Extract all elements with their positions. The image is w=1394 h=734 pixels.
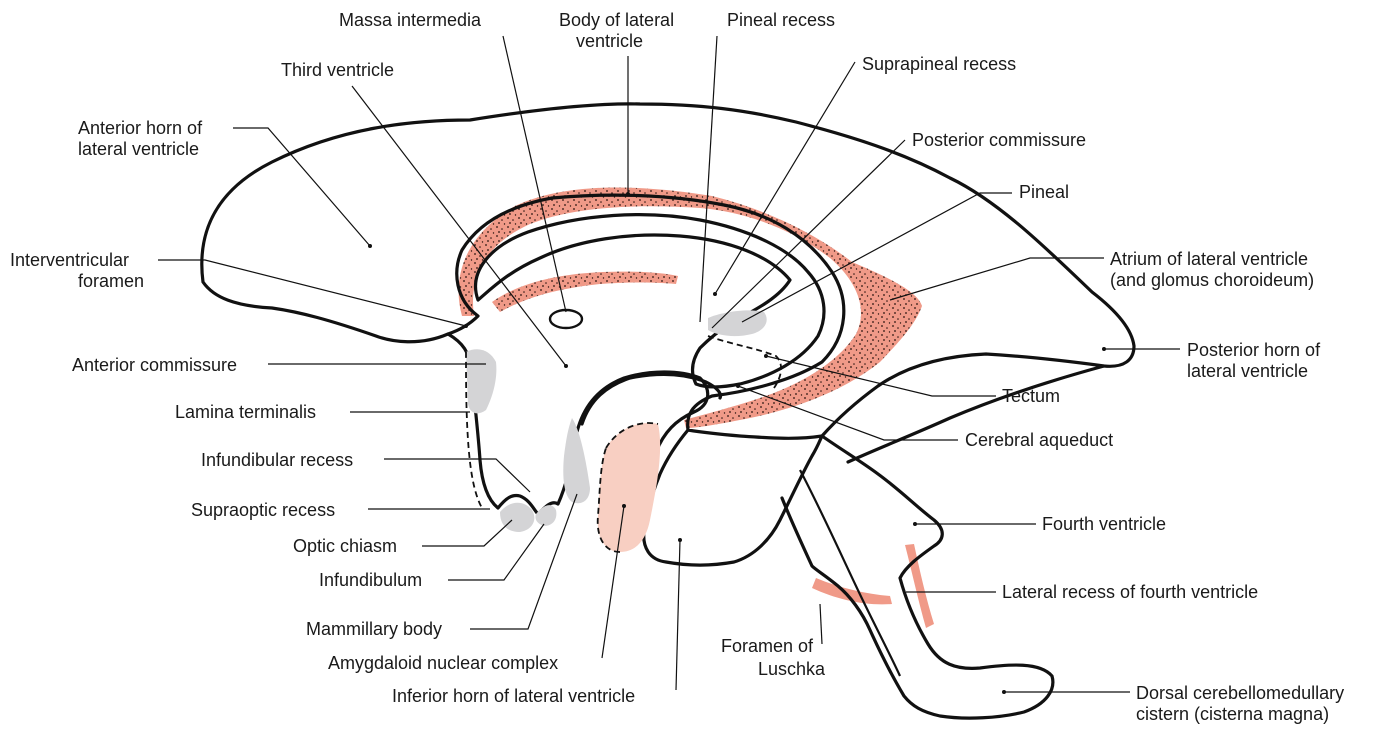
label-optic-chiasm: Optic chiasm: [293, 536, 397, 556]
label-supraoptic-recess: Supraoptic recess: [191, 500, 335, 520]
label-anterior-commissure: Anterior commissure: [72, 355, 237, 375]
leader-foramen-luschka: [820, 604, 822, 644]
label-posterior-horn-line2: lateral ventricle: [1187, 361, 1308, 381]
label-third-ventricle: Third ventricle: [281, 60, 394, 80]
label-body-lateral-line2: ventricle: [576, 31, 643, 51]
label-lateral-recess-fourth: Lateral recess of fourth ventricle: [1002, 582, 1258, 602]
fourth-ventricle-floor: [800, 470, 900, 676]
label-atrium-line2: (and glomus choroideum): [1110, 270, 1314, 290]
optic-chiasm-shape: [500, 503, 534, 532]
label-body-lateral-line1: Body of lateral: [559, 10, 674, 30]
mammillary-body-shape: [563, 418, 590, 503]
label-massa-intermedia: Massa intermedia: [339, 10, 482, 30]
choroid-plexus: [459, 187, 934, 628]
label-atrium-line1: Atrium of lateral ventricle: [1110, 249, 1308, 269]
label-mammillary-body: Mammillary body: [306, 619, 442, 639]
label-anterior-horn-line2: lateral ventricle: [78, 139, 199, 159]
label-foramen-luschka-line1: Foramen of: [721, 636, 814, 656]
label-pineal-recess: Pineal recess: [727, 10, 835, 30]
label-anterior-horn-line1: Anterior horn of: [78, 118, 203, 138]
leader-atrium: [890, 258, 1104, 300]
massa-intermedia-shape: [550, 310, 582, 328]
inferior-horn-outline: [644, 430, 822, 565]
leader-massa-intermedia: [503, 36, 566, 312]
tectum-dashed: [708, 336, 781, 388]
anterior-commissure-shape: [466, 349, 496, 413]
choroid-band: [459, 187, 922, 428]
leader-infundibulum: [448, 524, 544, 580]
amygdaloid-shape: [598, 423, 660, 552]
label-cerebral-aqueduct: Cerebral aqueduct: [965, 430, 1113, 450]
label-cisterna-line2: cistern (cisterna magna): [1136, 704, 1329, 724]
label-infundibular-recess: Infundibular recess: [201, 450, 353, 470]
label-pineal: Pineal: [1019, 182, 1069, 202]
leader-anterior-horn: [233, 128, 370, 246]
label-amygdaloid: Amygdaloid nuclear complex: [328, 653, 558, 673]
leader-infundibular-recess: [384, 459, 530, 492]
choroid-luschka: [812, 544, 934, 628]
label-tectum: Tectum: [1002, 386, 1060, 406]
label-posterior-horn-line1: Posterior horn of: [1187, 340, 1321, 360]
lateral-ventricle-outline: [202, 104, 1134, 438]
label-posterior-commissure: Posterior commissure: [912, 130, 1086, 150]
infundibulum-shape: [535, 505, 556, 526]
label-infundibulum: Infundibulum: [319, 570, 422, 590]
label-cisterna-line1: Dorsal cerebellomedullary: [1136, 683, 1344, 703]
label-interventricular-line1: Interventricular: [10, 250, 129, 270]
labels: Massa intermedia Body of lateral ventric…: [10, 10, 1344, 724]
label-interventricular-line2: foramen: [78, 271, 144, 291]
label-inferior-horn: Inferior horn of lateral ventricle: [392, 686, 635, 706]
leader-pineal-recess: [700, 36, 717, 322]
label-suprapineal-recess: Suprapineal recess: [862, 54, 1016, 74]
label-foramen-luschka-line2: Luschka: [758, 659, 826, 679]
label-lamina-terminalis: Lamina terminalis: [175, 402, 316, 422]
label-fourth-ventricle: Fourth ventricle: [1042, 514, 1166, 534]
leader-optic-chiasm: [422, 520, 512, 546]
lateral-ventricle-inner-loop: [476, 215, 824, 387]
